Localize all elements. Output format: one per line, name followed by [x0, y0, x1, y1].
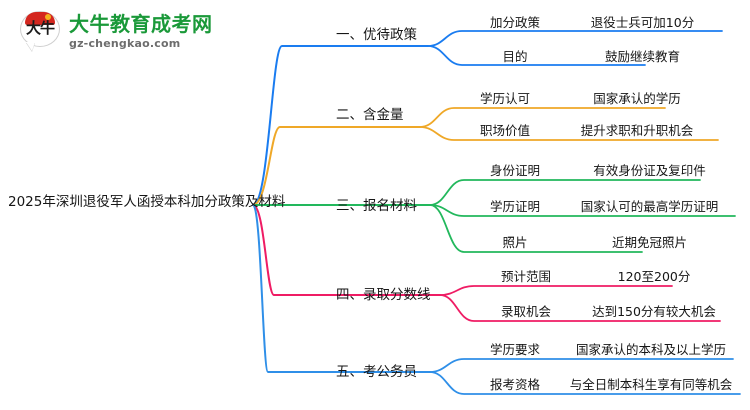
logo-bubble-icon: 大牛 [18, 10, 62, 52]
leaf-key[interactable]: 学历认可 [479, 91, 530, 106]
leaf-value[interactable]: 退役士兵可加10分 [590, 15, 695, 30]
leaf-value[interactable]: 近期免冠照片 [611, 235, 687, 250]
leaf-key[interactable]: 预计范围 [500, 269, 551, 284]
branch-label-2[interactable]: 二、含金量 [336, 107, 404, 123]
root-node-label: 2025年深圳退役军人函授本科加分政策及材料 [8, 194, 286, 210]
leaf-value[interactable]: 提升求职和升职机会 [580, 123, 694, 138]
brand-logo: 大牛 大牛教育成考网 gz-chengkao.com [18, 10, 213, 52]
leaf-value[interactable]: 与全日制本科生享有同等机会 [569, 377, 733, 392]
leaf-value[interactable]: 国家承认的本科及以上学历 [575, 342, 726, 357]
connector-path [429, 358, 734, 373]
connector-path [427, 30, 723, 47]
brand-domain: gz-chengkao.com [69, 36, 181, 50]
brand-name: 大牛教育成考网 [69, 11, 213, 36]
leaf-key[interactable]: 职场价值 [479, 123, 530, 138]
leaf-key[interactable]: 学历要求 [489, 342, 540, 357]
leaf-value[interactable]: 国家承认的学历 [593, 91, 681, 106]
branch-label-1[interactable]: 一、优待政策 [336, 27, 417, 43]
branch-label-4[interactable]: 四、录取分数线 [336, 287, 431, 303]
branch-label-5[interactable]: 五、考公务员 [336, 364, 417, 380]
leaf-key[interactable]: 身份证明 [489, 163, 540, 178]
leaf-value[interactable]: 国家认可的最高学历证明 [580, 199, 719, 214]
leaf-key[interactable]: 目的 [502, 49, 528, 64]
connector-path [439, 285, 673, 296]
brand-text: 大牛教育成考网 gz-chengkao.com [69, 14, 213, 49]
leaf-key[interactable]: 报考资格 [489, 377, 540, 392]
leaf-value[interactable]: 有效身份证及复印件 [593, 163, 706, 178]
leaf-key[interactable]: 照片 [502, 235, 528, 250]
branch-label-3[interactable]: 三、报名材料 [336, 198, 417, 214]
leaf-key[interactable]: 加分政策 [489, 15, 540, 30]
leaf-value[interactable]: 120至200分 [617, 269, 691, 284]
logo-cap-shape [25, 12, 55, 25]
leaf-key[interactable]: 学历证明 [489, 199, 540, 214]
connector-path [252, 45, 429, 206]
connector-path [252, 204, 441, 296]
leaf-key[interactable]: 录取机会 [500, 304, 551, 319]
leaf-value[interactable]: 鼓励继续教育 [604, 49, 680, 64]
logo-tail-shape [26, 42, 35, 51]
logo-glyph-text: 大牛 [25, 19, 55, 37]
leaf-value[interactable]: 达到150分有较大机会 [592, 304, 716, 319]
